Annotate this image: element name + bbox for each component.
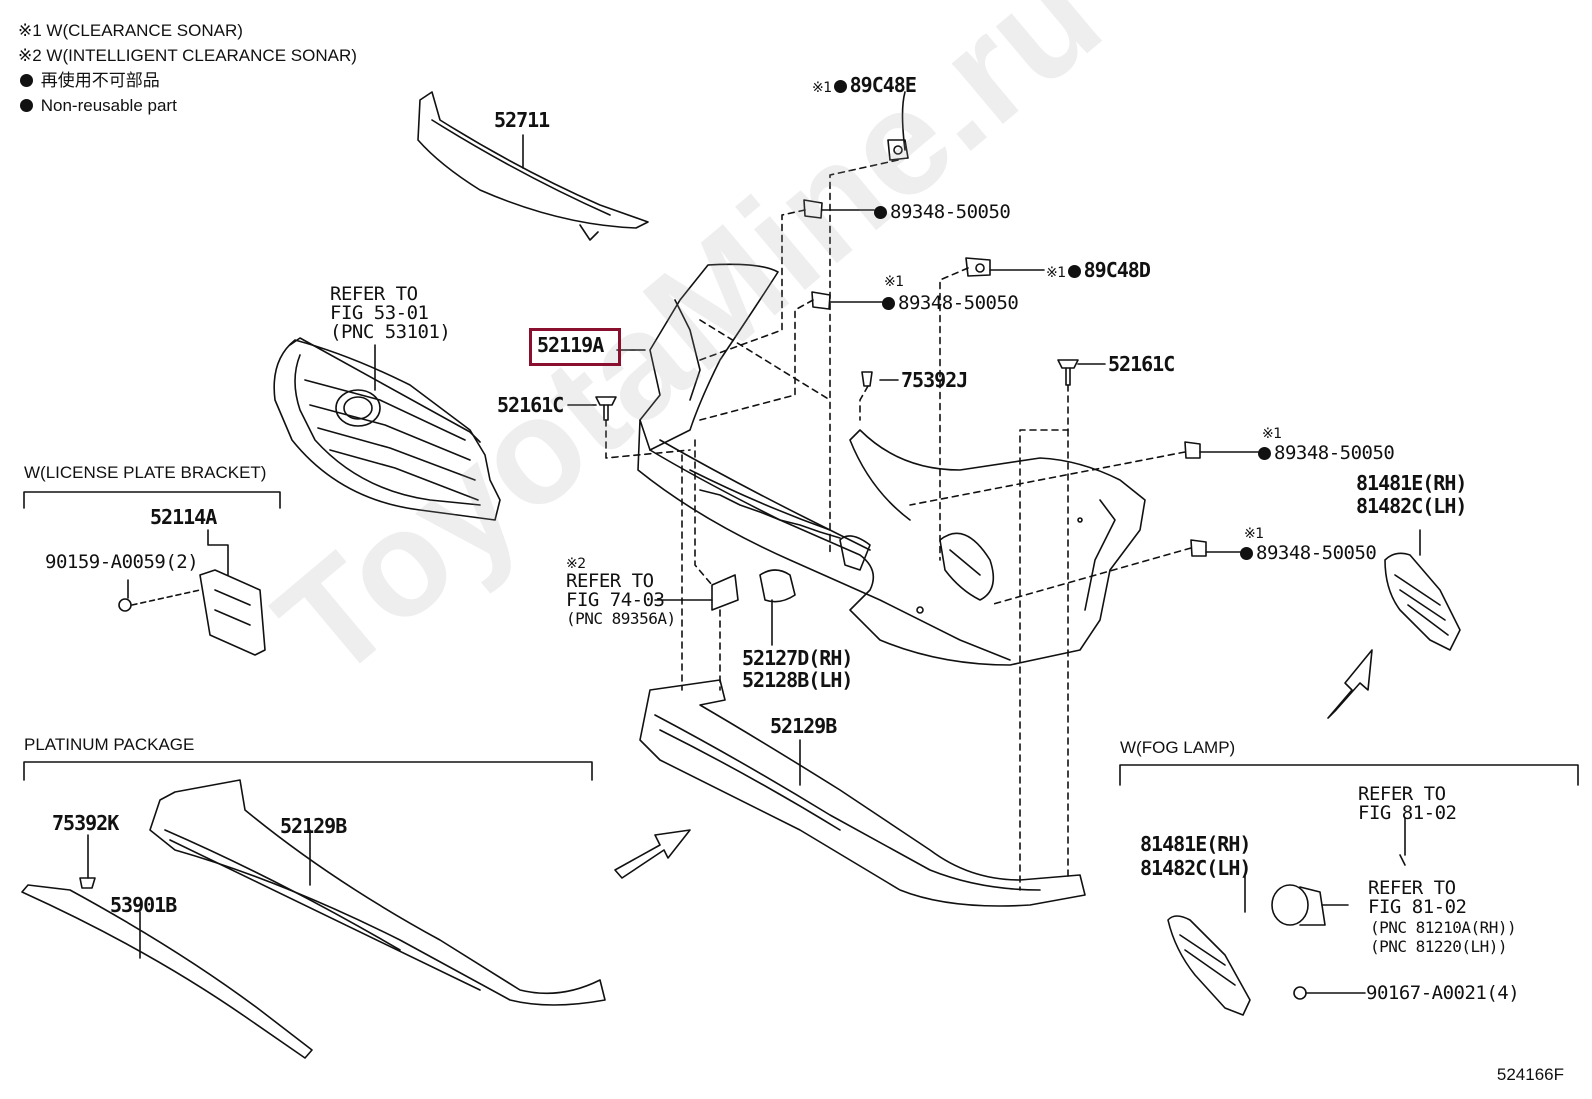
grille-ref-line3: (PNC 53101) xyxy=(330,321,451,343)
part-label-90159[interactable]: 90159-A0059(2) xyxy=(45,551,199,573)
fog-lamp-title: W(FOG LAMP) xyxy=(1120,738,1236,757)
legend-nonreusable-en: Non-reusable part xyxy=(40,96,177,115)
part-label-89348-1[interactable]: 89348-50050 xyxy=(890,201,1011,223)
part-label-52711[interactable]: 52711 xyxy=(494,108,550,132)
legend-nonreusable-jp-row: 再使用不可部品 xyxy=(18,68,357,93)
part-label-75392J[interactable]: 75392J xyxy=(901,368,968,392)
part-label-52161C-right[interactable]: 52161C xyxy=(1108,352,1175,376)
fog-lamp xyxy=(1271,854,1406,1000)
legend-nonreusable-jp: 再使用不可部品 xyxy=(40,71,160,90)
note-mark-2: ※2 xyxy=(566,556,586,572)
legend-note-2: ※2 W(INTELLIGENT CLEARANCE SONAR) xyxy=(18,46,357,65)
screw-52161C-right xyxy=(1057,359,1079,386)
part-label-53901B[interactable]: 53901B xyxy=(110,893,177,917)
bullet-icon xyxy=(20,74,33,87)
bumper-reinforcement-52711 xyxy=(417,91,649,241)
fog-ref2-line4: (PNC 81220(LH)) xyxy=(1370,937,1508,956)
license-bracket-title: W(LICENSE PLATE BRACKET) xyxy=(24,463,267,482)
highlight-box-52119A xyxy=(529,328,621,366)
part-label-52127D[interactable]: 52127D(RH) xyxy=(742,646,853,670)
clip-89348-4 xyxy=(1190,539,1207,557)
sonar-ref-line2: FIG 74-03 xyxy=(566,589,665,611)
part-label-89348-1-row: 89348-50050 xyxy=(872,201,1011,223)
screw-75392J xyxy=(861,371,873,387)
part-label-90167[interactable]: 90167-A0021(4) xyxy=(1366,982,1520,1004)
fog-ref1-line1: REFER TO xyxy=(1358,783,1446,805)
sonar-ref-line1: REFER TO xyxy=(566,570,654,592)
assembly-dashed-lines xyxy=(605,159,1192,891)
clip-89348-3 xyxy=(1184,441,1201,459)
part-label-81482C-fog[interactable]: 81482C(LH) xyxy=(1140,856,1251,880)
clip-89348-1 xyxy=(803,199,823,219)
clip-89348-2 xyxy=(811,291,831,310)
clip-89C48E xyxy=(887,139,909,161)
part-label-89348-3-row: 89348-50050 xyxy=(1256,442,1395,464)
grille-ref-line1: REFER TO xyxy=(330,283,418,305)
sonar-cover xyxy=(711,574,739,611)
lower-spoiler-52129B xyxy=(639,679,1086,907)
part-label-52161C-left[interactable]: 52161C xyxy=(497,393,564,417)
part-label-52119A[interactable]: 52119A xyxy=(537,333,604,357)
part-label-81482C-top[interactable]: 81482C(LH) xyxy=(1356,494,1467,518)
note-mark-89348-3: ※1 xyxy=(1262,426,1282,442)
part-label-89C48E-row: ※1 89C48E xyxy=(812,73,917,98)
license-bracket-frame xyxy=(23,491,281,509)
part-label-52114A[interactable]: 52114A xyxy=(150,505,217,529)
bullet-icon xyxy=(1240,547,1253,560)
part-label-89348-4[interactable]: 89348-50050 xyxy=(1256,542,1377,564)
platinum-frame xyxy=(23,761,593,781)
license-plate-bracket xyxy=(118,569,266,656)
part-label-81481E-fog[interactable]: 81481E(RH) xyxy=(1140,832,1251,856)
part-label-75392K[interactable]: 75392K xyxy=(52,811,119,835)
platinum-title: PLATINUM PACKAGE xyxy=(24,735,195,754)
part-label-52128B[interactable]: 52128B(LH) xyxy=(742,668,853,692)
legend-nonreusable-en-row: Non-reusable part xyxy=(18,93,357,118)
part-label-81481E-top[interactable]: 81481E(RH) xyxy=(1356,471,1467,495)
clip-89C48D xyxy=(965,257,991,277)
legend-note-1: ※1 W(CLEARANCE SONAR) xyxy=(18,21,243,40)
part-label-89348-4-row: 89348-50050 xyxy=(1238,542,1377,564)
molding-53901B xyxy=(21,884,313,1059)
note-mark-1: ※1 xyxy=(812,80,832,96)
fog-ref1-line2: FIG 81-02 xyxy=(1358,802,1457,824)
fog-lamp-cover-top xyxy=(1384,552,1461,651)
note-mark-89348-4: ※1 xyxy=(1244,526,1264,542)
fog-frame xyxy=(1119,764,1579,786)
hook-cover-52127D xyxy=(759,569,796,603)
note-mark-89348-2: ※1 xyxy=(884,274,904,290)
bullet-icon xyxy=(1258,447,1271,460)
part-label-89C48D-row: ※1 89C48D xyxy=(1046,258,1151,283)
fog-ref2-line1: REFER TO xyxy=(1368,877,1456,899)
fog-ref2-line2: FIG 81-02 xyxy=(1368,896,1467,918)
fog-ref2-line3: (PNC 81210A(RH)) xyxy=(1370,918,1517,937)
figure-number: 524166F xyxy=(1496,1065,1564,1084)
part-label-52129B-platinum[interactable]: 52129B xyxy=(280,814,347,838)
platinum-spoiler xyxy=(149,779,606,1006)
bullet-icon xyxy=(882,297,895,310)
bullet-icon xyxy=(1067,265,1081,278)
part-label-89C48E[interactable]: 89C48E xyxy=(849,73,917,97)
part-label-89348-2-row: 89348-50050 xyxy=(880,292,1019,314)
note-mark-1: ※1 xyxy=(1046,265,1066,281)
legend: ※1 W(CLEARANCE SONAR) ※2 W(INTELLIGENT C… xyxy=(18,18,357,118)
grille-ref-line2: FIG 53-01 xyxy=(330,302,429,324)
part-label-52129B-main[interactable]: 52129B xyxy=(770,714,837,738)
part-label-89348-2[interactable]: 89348-50050 xyxy=(898,292,1019,314)
bumper-cover-52119A xyxy=(637,263,1146,666)
fog-lamp-cover-lower xyxy=(1167,915,1251,1016)
bullet-icon xyxy=(833,80,847,93)
sonar-ref-line3: (PNC 89356A) xyxy=(566,609,676,628)
arrow-right-icon xyxy=(614,829,691,879)
arrow-up-right-icon xyxy=(1327,649,1373,719)
bullet-icon xyxy=(874,206,887,219)
bullet-icon xyxy=(20,99,33,112)
clip-75392K xyxy=(79,877,96,889)
radiator-grille xyxy=(273,337,501,521)
screw-52161C-left xyxy=(595,396,617,421)
part-label-89348-3[interactable]: 89348-50050 xyxy=(1274,442,1395,464)
part-label-89C48D[interactable]: 89C48D xyxy=(1083,258,1151,282)
